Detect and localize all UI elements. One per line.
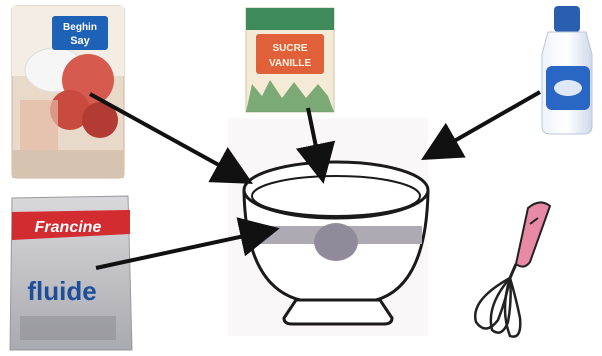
flour-brand: Francine xyxy=(35,219,102,236)
sugar-box-icon: Beghin Say xyxy=(12,6,124,178)
vanilla-sugar-icon: SUCRE VANILLE xyxy=(246,8,334,112)
flour-bag-icon: Francine fluide xyxy=(10,196,132,350)
sugar-brand-line2: Say xyxy=(70,35,90,47)
vanilla-label-line1: SUCRE xyxy=(272,43,307,54)
arrow-milk-to-bowl xyxy=(428,92,540,156)
whisk-icon xyxy=(475,202,550,336)
vanilla-label-line2: VANILLE xyxy=(269,58,311,69)
milk-bottle-icon xyxy=(542,6,592,134)
flour-label: fluide xyxy=(27,276,96,306)
sugar-brand-line1: Beghin xyxy=(63,22,97,33)
